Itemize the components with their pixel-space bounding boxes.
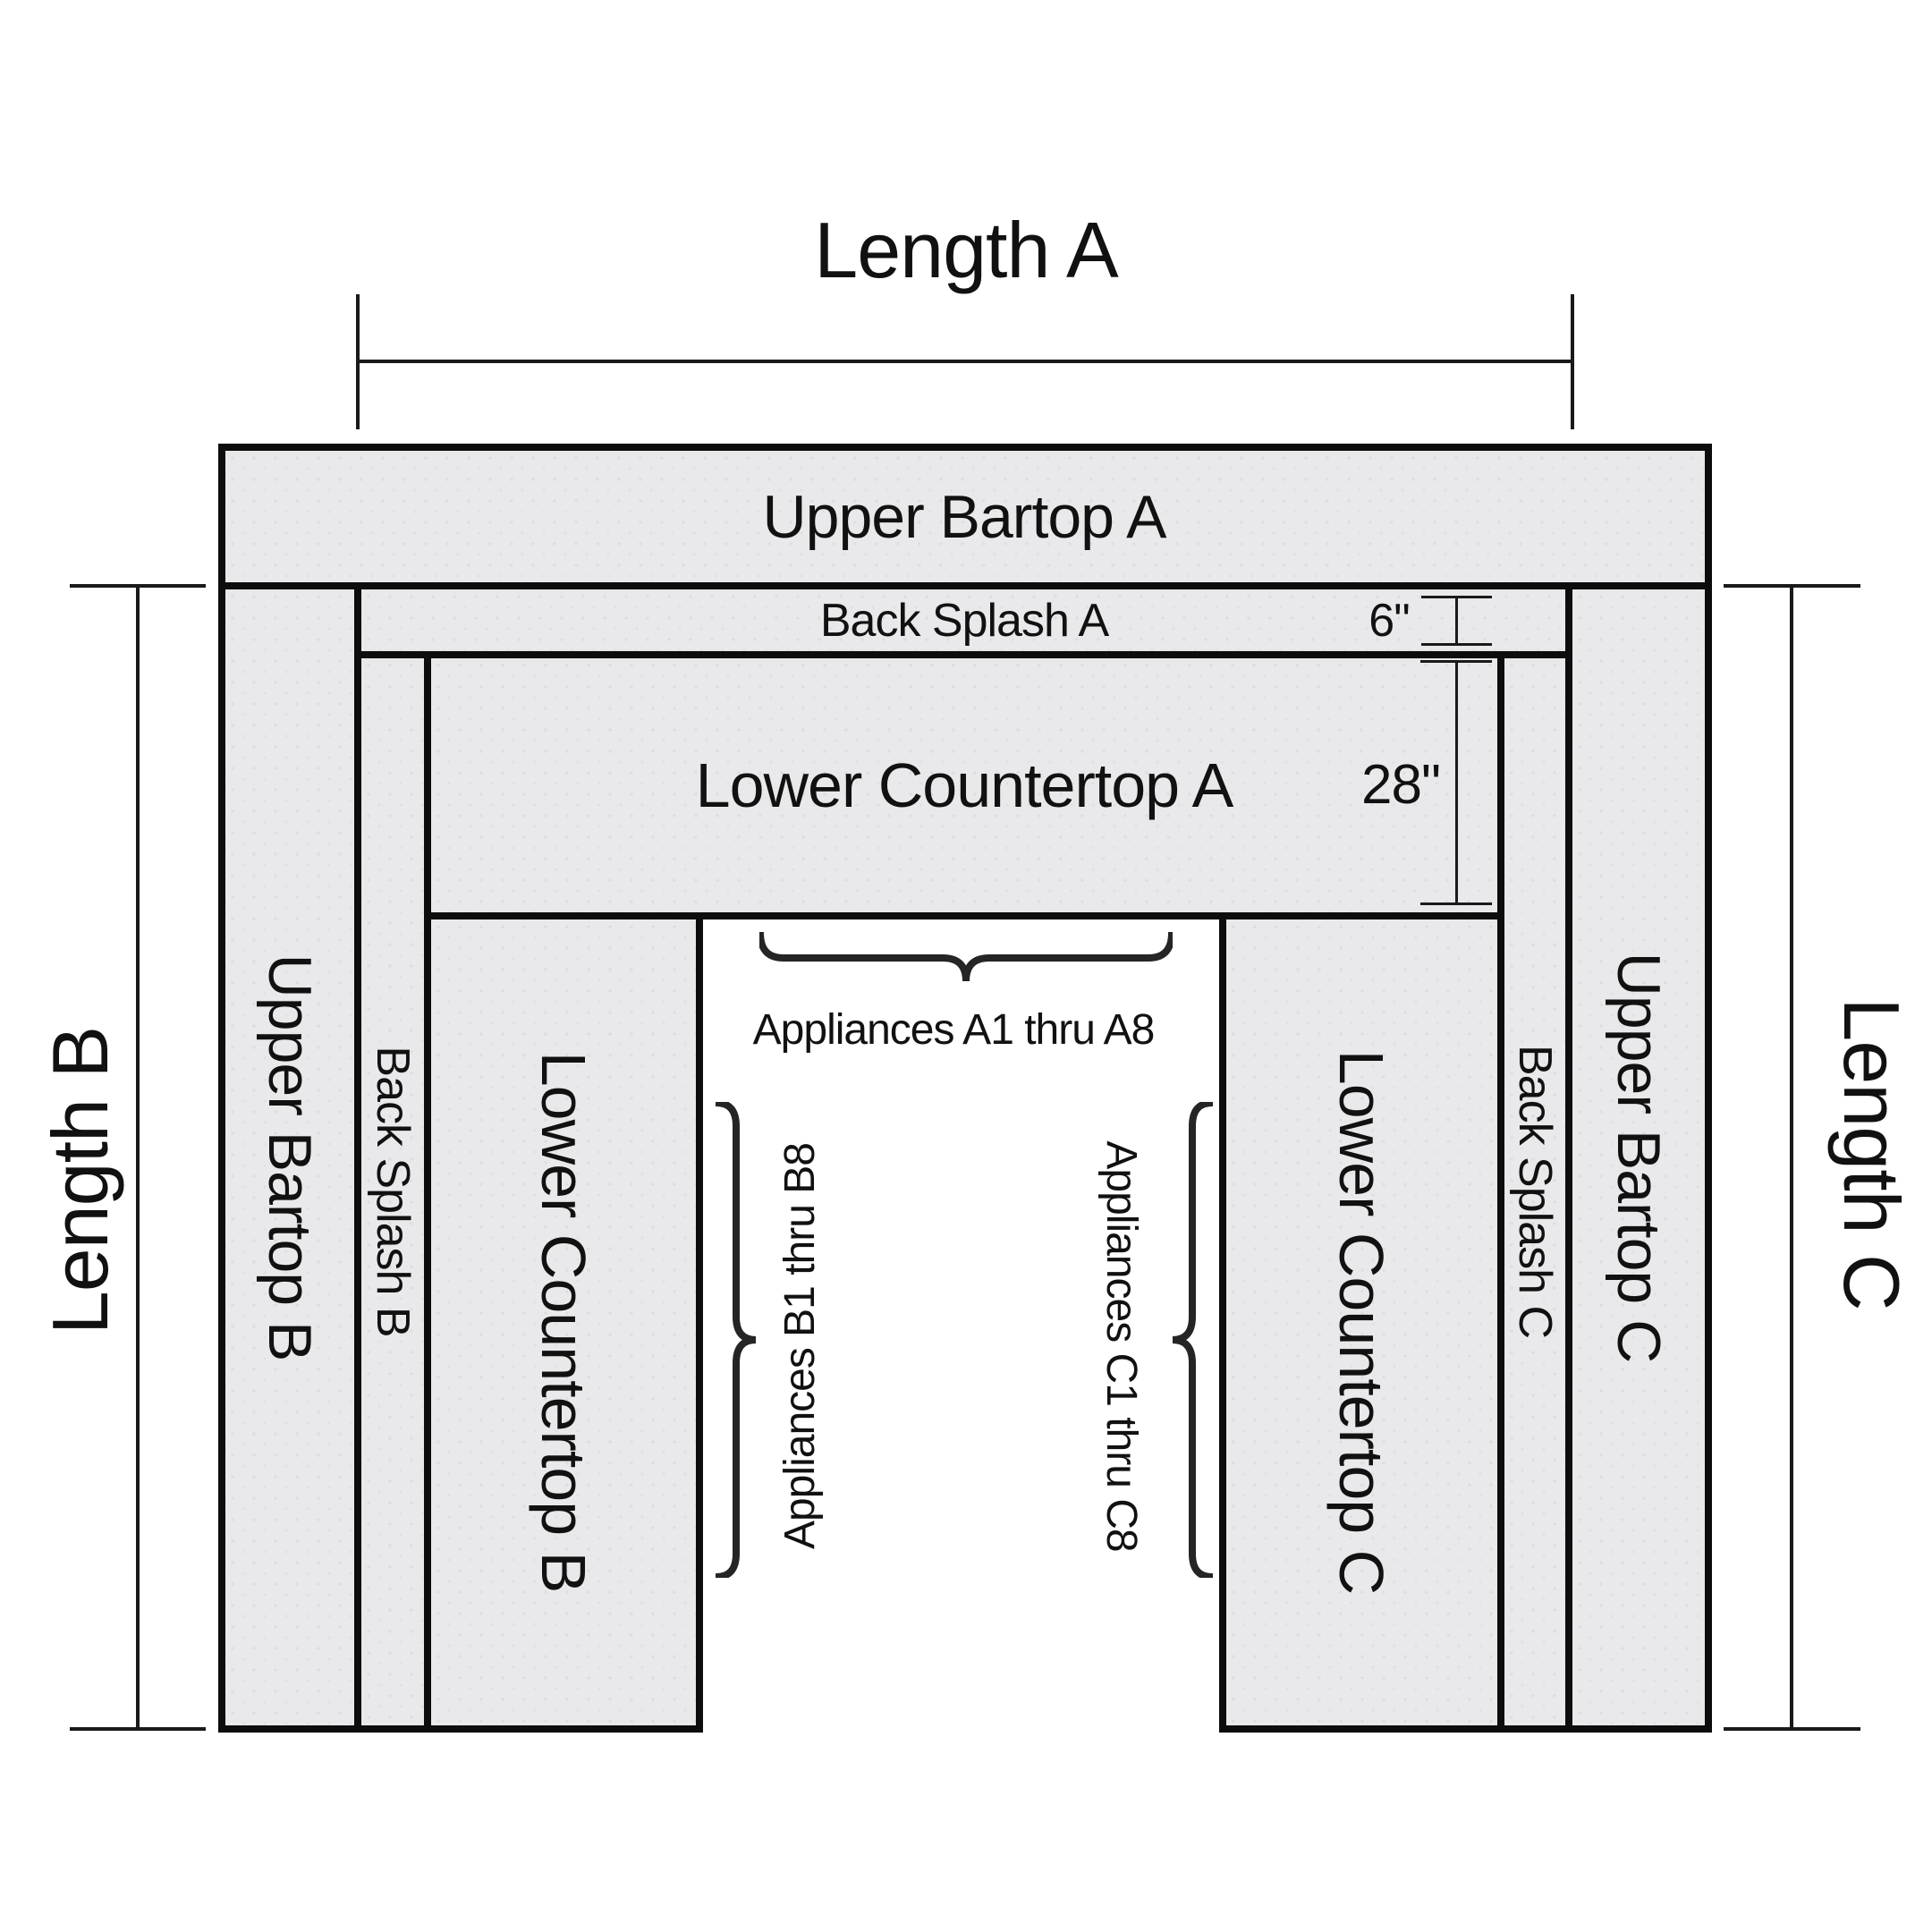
edge-line bbox=[1497, 651, 1504, 1733]
countertop-depth-dim-stem bbox=[1455, 661, 1458, 905]
appliances-b-brace bbox=[716, 1102, 757, 1578]
upper-bartop-a-section bbox=[222, 447, 1708, 586]
upper-bartop-b-label: Upper Bartop B bbox=[256, 953, 324, 1361]
length-a-tick-right bbox=[1571, 294, 1574, 429]
appliances-a-brace bbox=[759, 932, 1173, 982]
back-splash-b-section bbox=[358, 655, 428, 1729]
length-b-label: Length B bbox=[36, 1026, 124, 1335]
backsplash-height-dim-tick bbox=[1421, 643, 1492, 646]
length-c-tick-bottom bbox=[1724, 1727, 1860, 1731]
backsplash-height-value: 6" bbox=[1368, 595, 1410, 647]
appliances-c-brace bbox=[1172, 1102, 1213, 1578]
upper-bartop-c-label: Upper Bartop C bbox=[1605, 952, 1673, 1363]
length-a-tick-left bbox=[356, 294, 360, 429]
backsplash-height-dim-tick bbox=[1421, 596, 1492, 598]
countertop-depth-dim-tick bbox=[1420, 902, 1492, 905]
edge-line bbox=[696, 912, 703, 1733]
edge-line bbox=[218, 444, 1712, 451]
length-c-label: Length C bbox=[1827, 997, 1916, 1310]
edge-line bbox=[354, 582, 361, 1733]
lower-countertop-b-section bbox=[428, 916, 699, 1729]
upper-bartop-c-section bbox=[1569, 586, 1708, 1729]
length-a-label: Length A bbox=[814, 206, 1118, 294]
back-splash-b-label: Back Splash B bbox=[367, 1046, 419, 1337]
length-b-tick-bottom bbox=[70, 1727, 206, 1731]
appliances-b-label: Appliances B1 thru B8 bbox=[776, 1143, 824, 1549]
back-splash-a-label: Back Splash A bbox=[819, 595, 1109, 647]
edge-line bbox=[1219, 1725, 1712, 1733]
countertop-depth-value: 28" bbox=[1361, 754, 1441, 816]
lower-countertop-a-section bbox=[428, 655, 1501, 916]
edge-line bbox=[218, 582, 1712, 589]
edge-line bbox=[1705, 444, 1712, 1733]
back-splash-a-section bbox=[358, 586, 1569, 655]
edge-line bbox=[218, 444, 225, 1733]
length-a-dimension-line bbox=[358, 360, 1572, 363]
edge-line bbox=[354, 651, 1572, 658]
countertop-depth-dim-tick bbox=[1420, 660, 1492, 663]
edge-line bbox=[218, 1725, 703, 1733]
edge-line bbox=[424, 651, 431, 1733]
edge-line bbox=[1219, 912, 1226, 1733]
appliances-a-label: Appliances A1 thru A8 bbox=[752, 1006, 1156, 1054]
lower-countertop-c-section bbox=[1223, 916, 1501, 1729]
edge-line bbox=[424, 912, 1504, 919]
length-c-tick-top bbox=[1724, 584, 1860, 588]
length-b-tick-top bbox=[70, 584, 206, 588]
upper-bartop-a-label: Upper Bartop A bbox=[762, 483, 1167, 551]
upper-bartop-b-section bbox=[222, 586, 358, 1729]
edge-line bbox=[1565, 582, 1572, 1733]
length-c-dimension-line bbox=[1790, 586, 1793, 1729]
lower-countertop-a-label: Lower Countertop A bbox=[695, 750, 1234, 820]
back-splash-c-label: Back Splash C bbox=[1509, 1044, 1561, 1339]
backsplash-height-dim-stem bbox=[1455, 597, 1458, 646]
lower-countertop-c-label: Lower Countertop C bbox=[1326, 1049, 1396, 1595]
lower-countertop-b-label: Lower Countertop B bbox=[529, 1051, 598, 1593]
appliances-c-label: Appliances C1 thru C8 bbox=[1097, 1140, 1145, 1552]
back-splash-c-section bbox=[1501, 655, 1569, 1729]
length-b-dimension-line bbox=[136, 586, 140, 1729]
